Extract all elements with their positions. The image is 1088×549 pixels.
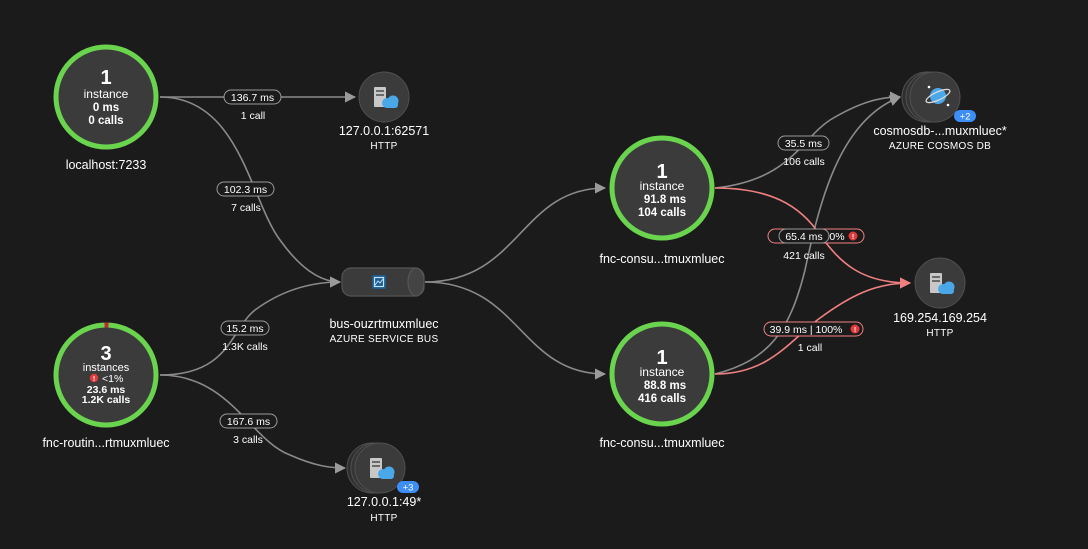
calls-text: 7 calls: [231, 202, 261, 214]
edge-label-e2[interactable]: 102.3 ms 7 calls: [216, 181, 275, 214]
http-server-icon: [370, 458, 395, 479]
instance-count: 1: [100, 67, 111, 89]
duration-pill: [219, 413, 278, 429]
duration-text: 39.9 ms | 100%: [770, 324, 843, 336]
duration-pill: [777, 135, 830, 151]
duration-pill: [220, 320, 270, 336]
cosmos-db-icon: [925, 85, 951, 107]
duration-pill: [778, 228, 830, 244]
node-cosmos-group[interactable]: +2 cosmosdb-...muxmluec* AZURE COSMOS DB: [873, 71, 1007, 152]
edge-bus-to-consumer-b[interactable]: [424, 281, 607, 380]
http-server-icon: [930, 273, 955, 294]
edge-label-e1[interactable]: 136.7 ms 1 call: [223, 89, 282, 122]
instance-count: 1: [656, 161, 667, 183]
group-count-text: +3: [403, 483, 414, 494]
node-type: AZURE COSMOS DB: [889, 141, 991, 152]
avg-duration: 88.8 ms: [644, 380, 686, 392]
calls-text: 1 call: [798, 342, 823, 354]
calls-text: 1 call: [241, 110, 266, 122]
edge-label-e6[interactable]: 0% ! 65.4 ms 421 calls: [767, 228, 865, 262]
avg-duration: 0 ms: [93, 102, 119, 114]
node-routing[interactable]: 3 instances ! <1% 23.6 ms 1.2K calls fnc…: [42, 322, 170, 450]
avg-duration: 91.8 ms: [644, 194, 686, 206]
node-name: 127.0.0.1:62571: [339, 124, 429, 138]
failed-request-icon-mark: !: [93, 376, 95, 383]
call-count: 1.2K calls: [82, 394, 131, 406]
node-name: localhost:7233: [66, 158, 147, 172]
edge-label-e4[interactable]: 167.6 ms 3 calls: [219, 413, 278, 446]
node-name: fnc-routin...rtmuxmluec: [42, 436, 169, 450]
node-consumer-a[interactable]: 1 instance 91.8 ms 104 calls fnc-consu..…: [599, 135, 725, 266]
call-count: 416 calls: [638, 393, 686, 405]
error-icon-mark: !: [852, 234, 854, 241]
instance-count: 3: [100, 343, 111, 365]
edge-bus-to-consumer-a[interactable]: [424, 182, 607, 283]
call-count: 0 calls: [88, 115, 123, 127]
avg-duration: 23.6 ms: [87, 384, 126, 396]
node-http-49-group[interactable]: +3 127.0.0.1:49* HTTP: [346, 442, 422, 524]
duration-text: 102.3 ms: [224, 184, 267, 196]
failed-request-icon: [89, 373, 99, 383]
duration-text: 15.2 ms: [226, 323, 263, 335]
error-icon: [848, 231, 858, 241]
instance-unit: instance: [84, 87, 129, 101]
duration-pill: [216, 181, 275, 197]
node-circle: [609, 135, 715, 241]
node-name: fnc-consu...tmuxmluec: [599, 252, 724, 266]
node-type: HTTP: [370, 141, 397, 152]
calls-text: 3 calls: [233, 434, 263, 446]
calls-text: 421 calls: [783, 250, 824, 262]
service-bus-icon: [372, 275, 386, 289]
edge-label-e7[interactable]: 39.9 ms | 100% ! 1 call: [763, 321, 864, 354]
group-count-badge: [397, 481, 419, 493]
edge-localhost-to-bus[interactable]: [159, 96, 342, 288]
edge-consumer-a-to-cosmos[interactable]: [714, 91, 902, 189]
edge-routing-to-http2[interactable]: [159, 374, 347, 474]
node-circle: [53, 44, 159, 150]
edge-consumer-b-to-http3[interactable]: [714, 277, 912, 375]
calls-text: 106 calls: [783, 156, 824, 168]
duration-text: 136.7 ms: [231, 92, 274, 104]
node-name: cosmosdb-...muxmluec*: [873, 124, 1007, 138]
instance-count: 1: [656, 347, 667, 369]
node-http-169-254-169-254[interactable]: 169.254.169.254 HTTP: [893, 257, 987, 339]
edge-routing-to-bus[interactable]: [159, 276, 342, 376]
calls-text: 1.3K calls: [222, 341, 268, 353]
edge-label-e3[interactable]: 15.2 ms 1.3K calls: [220, 320, 270, 353]
edge-consumer-b-to-cosmos[interactable]: [714, 95, 902, 375]
instance-unit: instances: [83, 362, 130, 374]
instance-unit: instance: [640, 365, 685, 379]
group-count-text: +2: [960, 112, 971, 123]
edge-label-e5[interactable]: 35.5 ms 106 calls: [777, 135, 830, 168]
error-icon: [850, 324, 860, 334]
node-type: HTTP: [926, 328, 953, 339]
edges: [159, 91, 912, 474]
node-circle: [609, 321, 715, 427]
failed-percent: <1%: [102, 373, 123, 385]
duration-text: 167.6 ms: [227, 416, 270, 428]
http-server-icon: [374, 87, 399, 108]
node-localhost[interactable]: 1 instance 0 ms 0 calls localhost:7233: [53, 44, 159, 172]
duration-pill: [763, 321, 864, 337]
error-icon-mark: !: [854, 327, 856, 334]
node-type: AZURE SERVICE BUS: [330, 334, 439, 345]
node-type: HTTP: [370, 513, 397, 524]
node-name: 169.254.169.254: [893, 311, 987, 325]
node-consumer-b[interactable]: 1 instance 88.8 ms 416 calls fnc-consu..…: [599, 321, 725, 450]
duration-text: 35.5 ms: [785, 138, 822, 150]
node-service-bus[interactable]: bus-ouzrtmuxmluec AZURE SERVICE BUS: [329, 267, 439, 345]
call-count: 104 calls: [638, 207, 686, 219]
group-count-badge: [954, 110, 976, 122]
node-name: 127.0.0.1:49*: [347, 495, 422, 509]
duration-text: 65.4 ms: [785, 231, 822, 243]
hidden-percent-text: 0%: [829, 231, 844, 243]
node-name: bus-ouzrtmuxmluec: [329, 317, 438, 331]
node-http-62571[interactable]: 127.0.0.1:62571 HTTP: [339, 71, 429, 152]
instance-unit: instance: [640, 179, 685, 193]
bus-cylinder-end: [407, 267, 425, 297]
node-name: fnc-consu...tmuxmluec: [599, 436, 724, 450]
duration-pill: [223, 89, 282, 105]
